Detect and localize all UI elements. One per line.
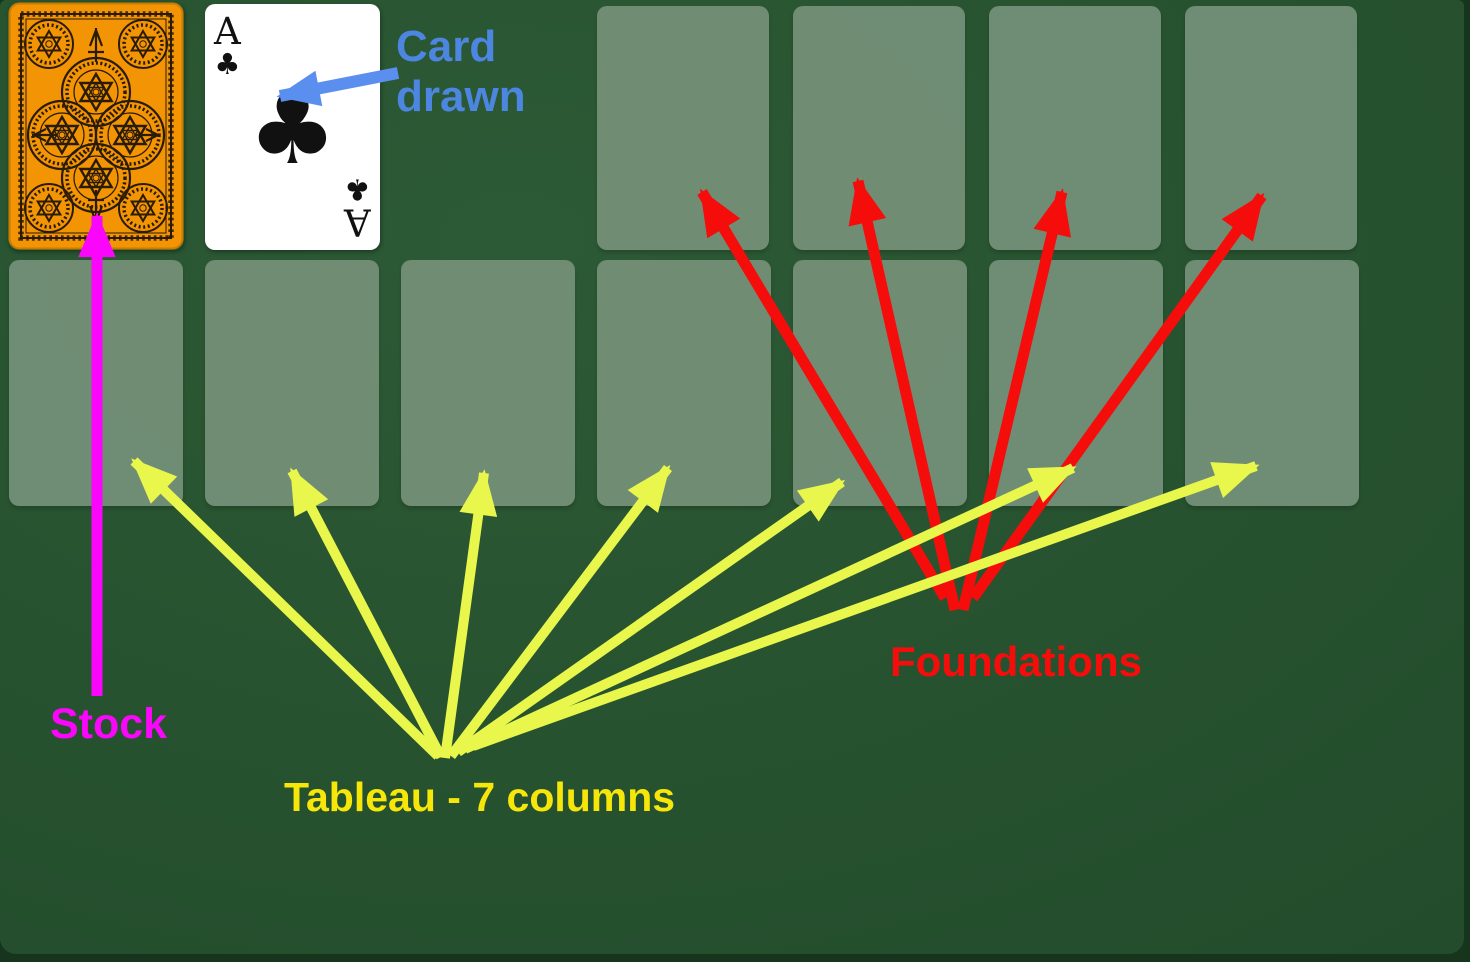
tableau-slot-4[interactable] [597, 260, 771, 506]
foundation-slot-4[interactable] [1185, 6, 1357, 250]
tableau-slot-3[interactable] [401, 260, 575, 506]
foundation-slot-2[interactable] [793, 6, 965, 250]
club-suit-icon: ♣ [214, 47, 241, 82]
club-suit-icon: ♣ [344, 172, 371, 207]
tableau-arrow-2 [287, 467, 446, 760]
card-rank: A [214, 10, 241, 53]
tableau-arrow-3 [440, 469, 498, 759]
tableau-slot-7[interactable] [1185, 260, 1359, 506]
foundation-slot-3[interactable] [989, 6, 1161, 250]
tableau-label: Tableau - 7 columns [284, 774, 676, 820]
tableau-arrow-7 [471, 461, 1260, 751]
card-back-pattern [8, 2, 184, 250]
foundation-slot-1[interactable] [597, 6, 769, 250]
club-center-pip-icon: ♣ [247, 70, 338, 188]
tableau-arrow-4 [447, 464, 672, 760]
card-rank: A [344, 201, 371, 244]
card-corner-bottom-right: A ♣ [344, 172, 371, 244]
tableau-slot-6[interactable] [989, 260, 1163, 506]
foundations-label: Foundations [890, 638, 1142, 685]
foundations-arrows [697, 177, 1267, 612]
card-drawn-label-line2: drawn [396, 72, 526, 122]
tableau-arrow-6 [462, 463, 1077, 754]
card-corner-top-left: A ♣ [214, 10, 241, 82]
card-drawn-label-line1: Card [396, 22, 497, 71]
tableau-slot-5[interactable] [793, 260, 967, 506]
stock-card[interactable] [8, 2, 184, 250]
waste-card-ace-of-clubs[interactable]: A ♣ ♣ A ♣ [205, 4, 380, 250]
tableau-slot-1[interactable] [9, 260, 183, 506]
stock-label: Stock [50, 700, 168, 748]
tableau-slot-2[interactable] [205, 260, 379, 506]
tableau-arrow-5 [455, 477, 846, 757]
